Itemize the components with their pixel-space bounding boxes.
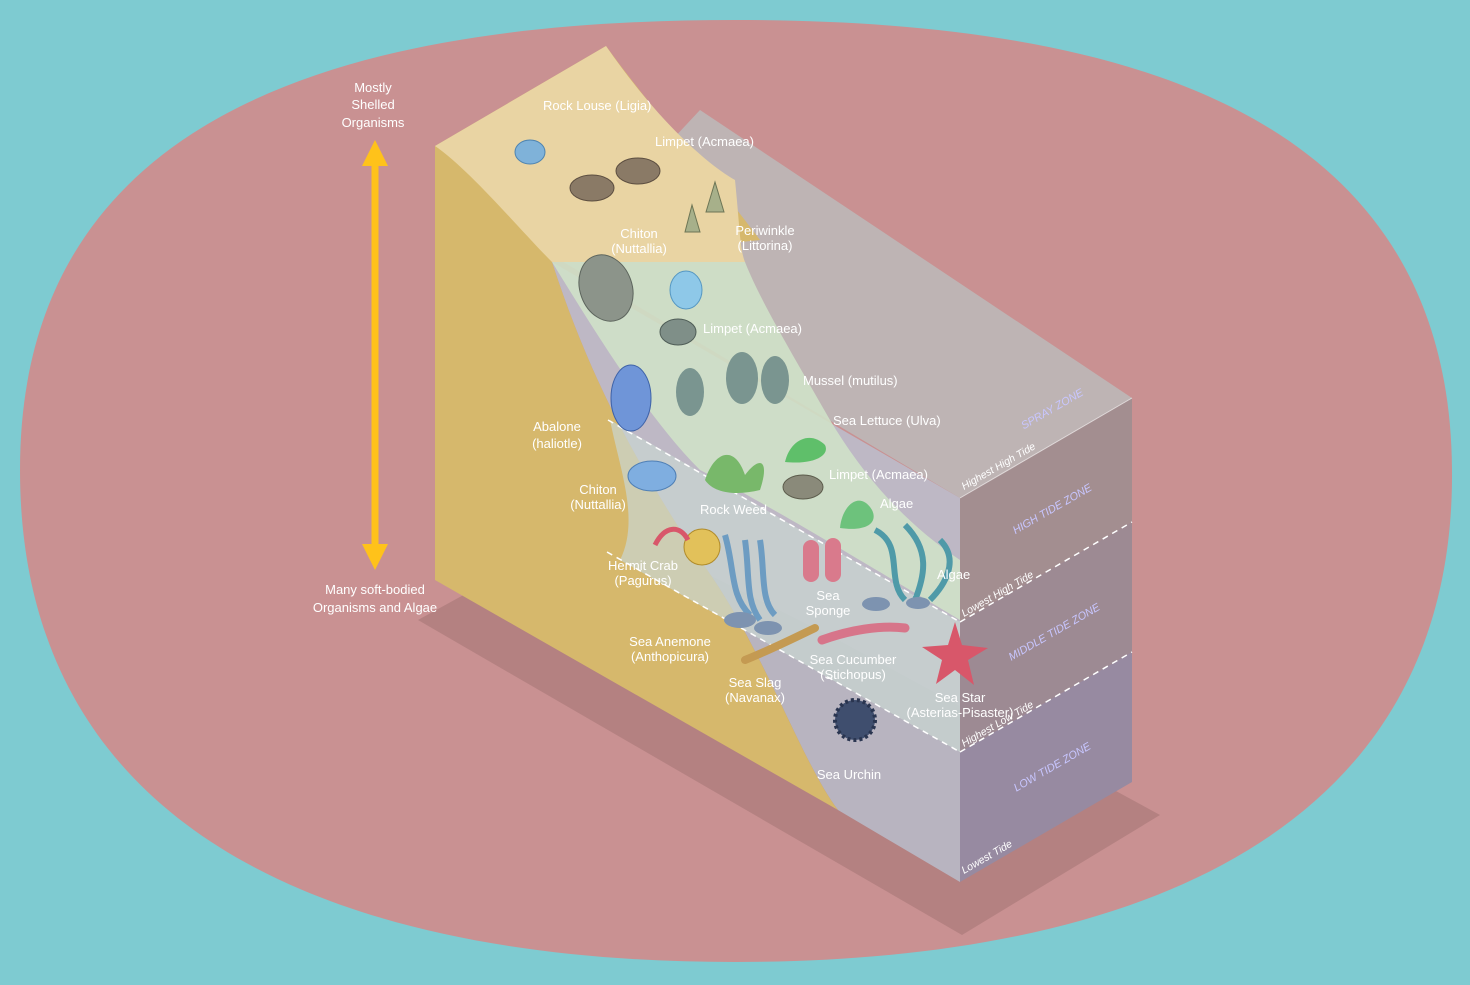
mussel-shape-1 — [676, 368, 704, 416]
label-algae-1: Algae — [880, 496, 913, 511]
sea-star-shape — [922, 622, 988, 685]
label-sea-lettuce: Sea Lettuce (Ulva) — [833, 413, 941, 428]
note-top-line-3: Organisms — [342, 115, 405, 130]
chiton-shape-1 — [578, 254, 634, 322]
spray-zone-surface — [435, 46, 745, 262]
middle-tide-face — [960, 522, 1132, 752]
high-band-surface — [552, 262, 960, 620]
limpet-shape-4 — [659, 318, 697, 346]
sea-sponge-shape-1 — [803, 540, 819, 582]
limpet-shape-3 — [669, 270, 703, 310]
label-sea-sponge-2: Sponge — [806, 603, 851, 618]
label-limpet-3: Limpet (Acmaea) — [829, 467, 928, 482]
label-periwinkle-name: Periwinkle — [735, 223, 794, 238]
label-chiton-2-name: Chiton — [579, 482, 617, 497]
note-top-line-1: Mostly — [354, 80, 392, 95]
label-sea-urchin: Sea Urchin — [817, 767, 881, 782]
rock-weed-shape — [705, 454, 765, 493]
label-limpet-1: Limpet (Acmaea) — [655, 134, 754, 149]
label-algae-2: Algae — [937, 567, 970, 582]
note-bottom-line-2: Organisms and Algae — [313, 600, 437, 615]
label-mussel: Mussel (mutilus) — [803, 373, 898, 388]
label-chiton-2-latin: (Nuttallia) — [570, 497, 626, 512]
note-top-line-2: Shelled — [351, 97, 394, 112]
label-sea-anemone-latin: (Anthopicura) — [631, 649, 709, 664]
sea-lettuce-shape — [785, 437, 826, 463]
sea-sponge-shape-2 — [825, 538, 841, 582]
sea-anemone-shape-4 — [906, 597, 930, 609]
label-hermit-crab-name: Hermit Crab — [608, 558, 678, 573]
label-sea-cucumber-name: Sea Cucumber — [810, 652, 897, 667]
chiton-shape-2 — [627, 460, 677, 492]
sea-slag-shape — [741, 624, 819, 664]
periwinkle-shape-1 — [684, 203, 701, 233]
tide-line-spray-side — [959, 397, 1133, 499]
limpet-shape-2 — [615, 157, 661, 185]
organism-illustrations — [514, 139, 988, 742]
periwinkle-shape-2 — [705, 180, 725, 213]
label-chiton-1-name: Chiton — [620, 226, 658, 241]
gradient-arrow — [362, 140, 388, 570]
algae-shape-1 — [840, 500, 874, 529]
sea-anemone-shape-2 — [754, 621, 782, 635]
hermit-crab-claws — [652, 526, 691, 547]
label-periwinkle-latin: (Littorina) — [738, 238, 793, 253]
label-abalone-latin: (haliotle) — [532, 436, 582, 451]
label-chiton-1-latin: (Nuttallia) — [611, 241, 667, 256]
label-sea-star-latin: (Asterias-Pisaster) — [907, 705, 1014, 720]
label-hermit-crab-latin: (Pagurus) — [614, 573, 671, 588]
label-sea-star-name: Sea Star — [935, 690, 986, 705]
label-abalone-name: Abalone — [533, 419, 581, 434]
low-tide-face — [960, 652, 1132, 882]
tide-line-highest-low-side — [959, 651, 1133, 753]
sea-urchin-shape — [833, 698, 877, 742]
algae-shape-3 — [873, 522, 953, 603]
label-rock-weed: Rock Weed — [700, 502, 767, 517]
hermit-crab-shape — [683, 528, 721, 566]
tide-line-lowest-high-side — [959, 521, 1133, 623]
high-tide-face — [960, 398, 1132, 622]
tide-line-lowest-high — [607, 419, 961, 623]
tide-line-highest-low — [606, 551, 961, 753]
label-sea-slag-name: Sea Slag — [729, 675, 782, 690]
limpet-shape-1 — [569, 174, 615, 202]
abalone-shape — [610, 364, 652, 432]
mussel-shape-3 — [761, 356, 789, 404]
sea-anemone-shape-1 — [724, 612, 756, 628]
algae-shape-2 — [722, 534, 778, 622]
label-sea-cucumber-latin: (Stichopus) — [820, 667, 886, 682]
note-bottom-line-1: Many soft-bodied — [325, 582, 425, 597]
sea-cucumber-shape — [817, 622, 910, 645]
middle-band-surface — [610, 420, 960, 752]
label-sea-slag-latin: (Navanax) — [725, 690, 785, 705]
label-rock-louse: Rock Louse (Ligia) — [543, 98, 651, 113]
label-sea-anemone-name: Sea Anemone — [629, 634, 711, 649]
sea-anemone-shape-3 — [862, 597, 890, 611]
limpet-shape-5 — [782, 474, 824, 500]
rock-louse-shape — [514, 139, 546, 165]
label-limpet-2: Limpet (Acmaea) — [703, 321, 802, 336]
mussel-shape-2 — [726, 352, 758, 404]
label-sea-sponge-1: Sea — [816, 588, 840, 603]
